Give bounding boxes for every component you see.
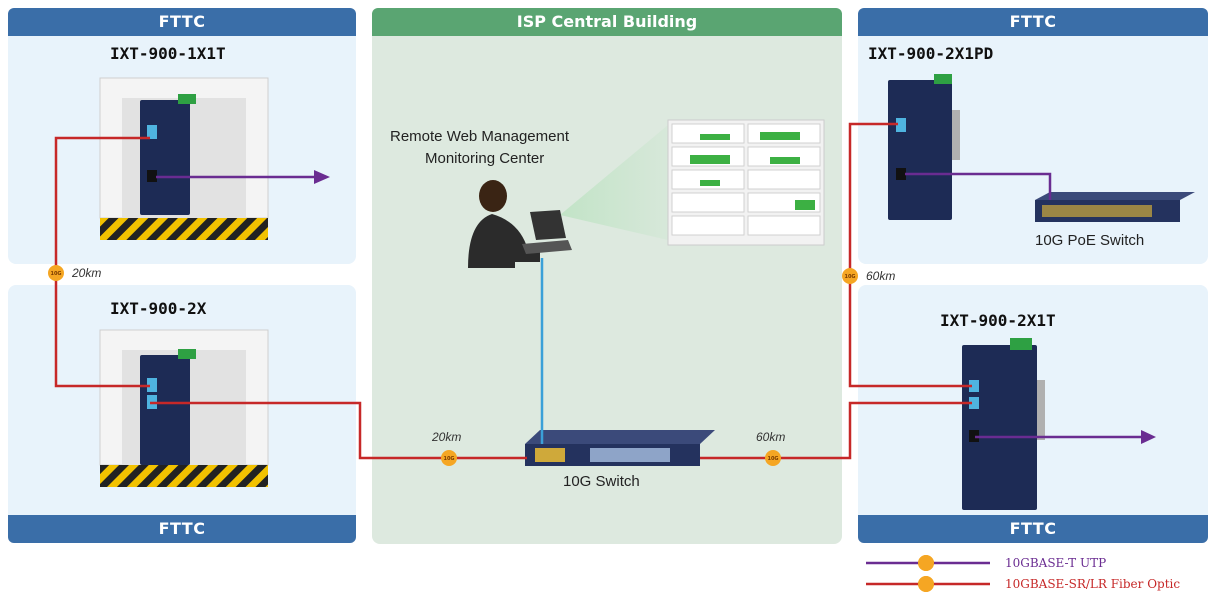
left-top-header: FTTC [8, 8, 356, 36]
right-top-model: IXT-900-2X1PD [868, 44, 994, 63]
left-bottom-model: IXT-900-2X [110, 299, 207, 318]
center-switch [525, 430, 715, 466]
monitor-label-line1: Remote Web Management [390, 128, 569, 145]
left-top-model: IXT-900-1X1T [110, 44, 226, 63]
right-bottom-footer: FTTC [858, 515, 1208, 543]
left-bottom-footer: FTTC [8, 515, 356, 543]
cabinet-left-bottom [99, 329, 269, 487]
utp-links [156, 172, 1143, 439]
distance-center-left: 20km [432, 430, 462, 444]
center-header: ISP Central Building [372, 8, 842, 36]
device-right-bottom [962, 338, 1045, 510]
operator-figure [468, 180, 572, 268]
distance-center-right: 60km [756, 430, 786, 444]
distance-left-vertical: 20km [72, 266, 102, 280]
poe-switch [1035, 192, 1195, 222]
right-top-header: FTTC [858, 8, 1208, 36]
center-switch-label: 10G Switch [563, 473, 640, 490]
arrow-left-top [314, 170, 330, 184]
right-bottom-model: IXT-900-2X1T [940, 311, 1056, 330]
badge-label: 10G [767, 456, 778, 462]
distance-right-vertical: 60km [866, 269, 896, 283]
monitor-label-line2: Monitoring Center [425, 150, 545, 167]
cabinet-left-top [99, 77, 269, 240]
badge-label: 10G [50, 271, 61, 277]
poe-switch-label: 10G PoE Switch [1035, 232, 1145, 249]
badge-label: 10G [443, 456, 454, 462]
monitoring-screens [560, 119, 825, 246]
legend-utp-label: 10GBASE-T UTP [1005, 556, 1107, 570]
arrow-right-bottom [1141, 430, 1156, 444]
legend-fiber-label: 10GBASE-SR/LR Fiber Optic [1005, 577, 1181, 591]
badge-label: 10G [844, 274, 855, 280]
device-right-top [888, 74, 960, 220]
